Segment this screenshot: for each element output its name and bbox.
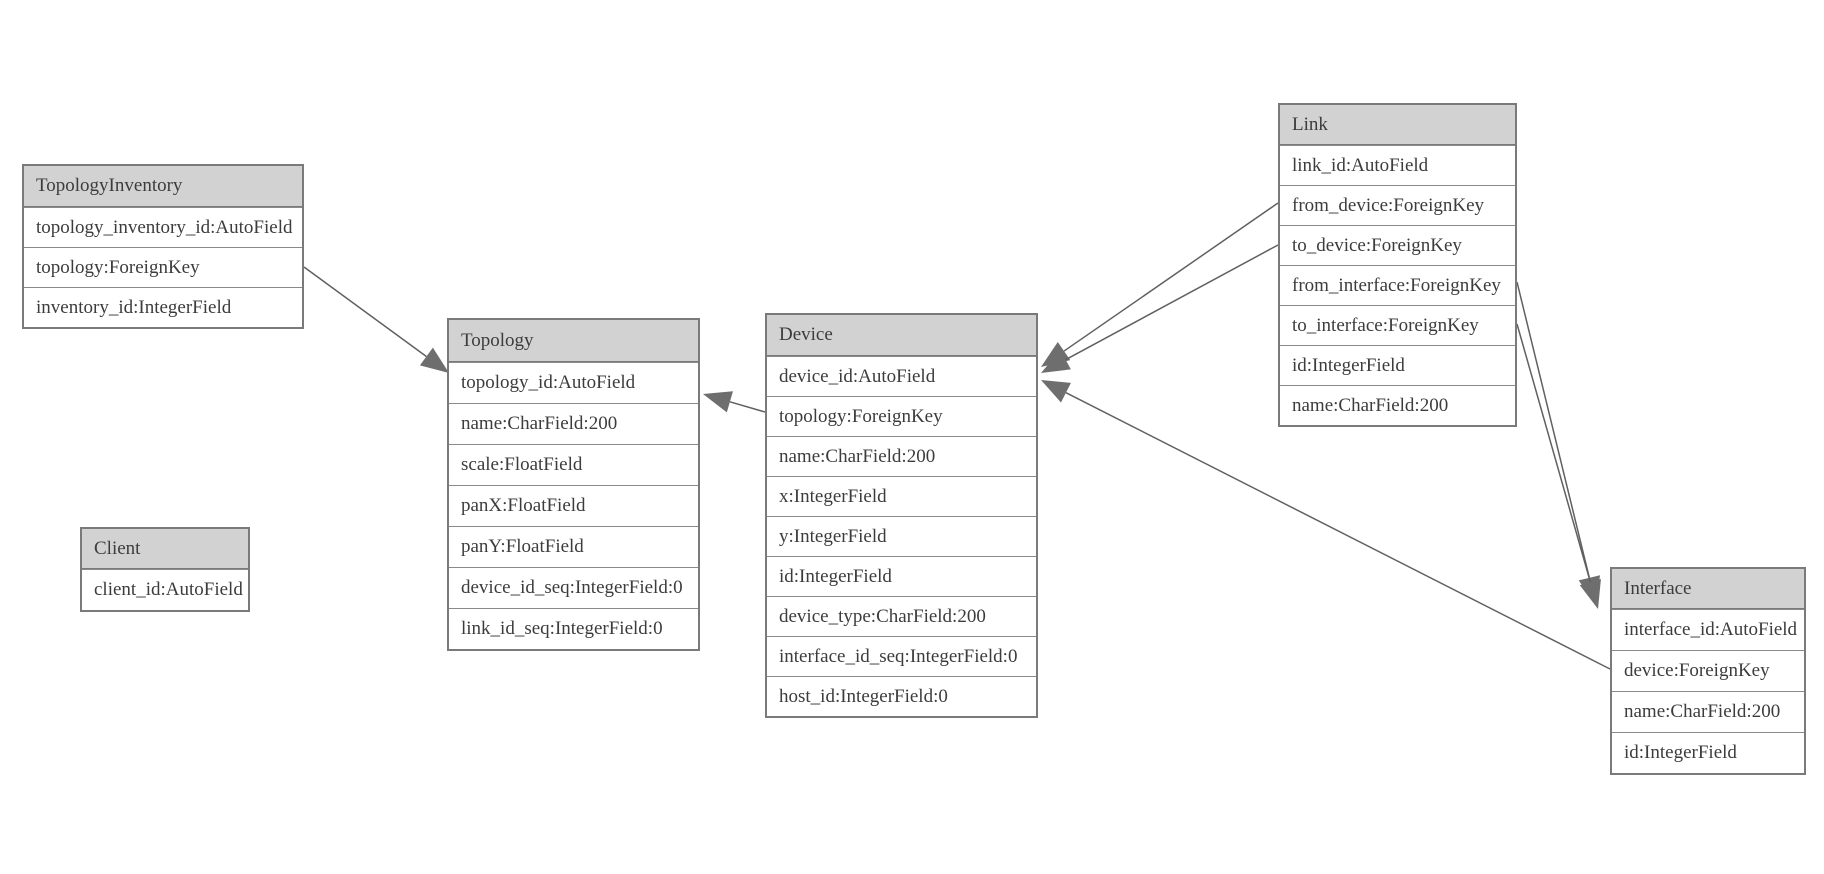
field-row: device_id_seq:IntegerField:0 [449, 567, 698, 608]
field-row: interface_id:AutoField [1612, 609, 1804, 650]
entity-title: TopologyInventory [24, 166, 302, 207]
field-row: name:CharField:200 [767, 436, 1036, 476]
edge-link-from_device-device-fk [1063, 202, 1279, 352]
entity-title: Client [82, 529, 248, 569]
field-row: name:CharField:200 [1612, 691, 1804, 732]
field-row: id:IntegerField [767, 556, 1036, 596]
field-row: device:ForeignKey [1612, 650, 1804, 691]
field-row: host_id:IntegerField:0 [767, 676, 1036, 716]
entity-title: Topology [449, 320, 698, 362]
arrowhead-device-topology-fk [703, 391, 733, 413]
field-row: to_device:ForeignKey [1280, 225, 1515, 265]
field-row: inventory_id:IntegerField [24, 287, 302, 327]
edge-device-topology-fk [729, 401, 766, 413]
field-row: x:IntegerField [767, 476, 1036, 516]
arrowhead-link-to_device-device-fk [1041, 350, 1071, 373]
field-row: y:IntegerField [767, 516, 1036, 556]
field-row: from_device:ForeignKey [1280, 185, 1515, 225]
field-row: scale:FloatField [449, 444, 698, 485]
edge-link-from_interface-interface-fk [1516, 281, 1591, 578]
field-row: topology:ForeignKey [767, 396, 1036, 436]
field-row: topology_id:AutoField [449, 362, 698, 403]
field-row: panX:FloatField [449, 485, 698, 526]
field-row: client_id:AutoField [82, 569, 248, 610]
field-row: device_type:CharField:200 [767, 596, 1036, 636]
field-row: topology:ForeignKey [24, 247, 302, 287]
field-row: name:CharField:200 [449, 403, 698, 444]
field-row: link_id:AutoField [1280, 145, 1515, 185]
field-row: link_id_seq:IntegerField:0 [449, 608, 698, 649]
edge-interface-device-fk [1065, 392, 1611, 670]
field-row: panY:FloatField [449, 526, 698, 567]
field-row: device_id:AutoField [767, 356, 1036, 396]
edge-link-to_interface-interface-fk [1516, 323, 1592, 583]
field-row: id:IntegerField [1280, 345, 1515, 385]
arrowhead-link-to_interface-interface-fk [1579, 579, 1601, 609]
entity-title: Device [767, 315, 1036, 356]
edge-link-to_device-device-fk [1065, 244, 1279, 361]
arrowhead-interface-device-fk [1041, 380, 1071, 403]
entity-title: Link [1280, 105, 1515, 145]
entity-title: Interface [1612, 569, 1804, 609]
field-row: to_interface:ForeignKey [1280, 305, 1515, 345]
edge-topologyinventory-topology-fk [303, 266, 427, 358]
field-row: from_interface:ForeignKey [1280, 265, 1515, 305]
arrowhead-topologyinventory-topology-fk [419, 347, 449, 373]
field-row: interface_id_seq:IntegerField:0 [767, 636, 1036, 676]
field-row: topology_inventory_id:AutoField [24, 207, 302, 247]
field-row: name:CharField:200 [1280, 385, 1515, 425]
field-row: id:IntegerField [1612, 732, 1804, 773]
